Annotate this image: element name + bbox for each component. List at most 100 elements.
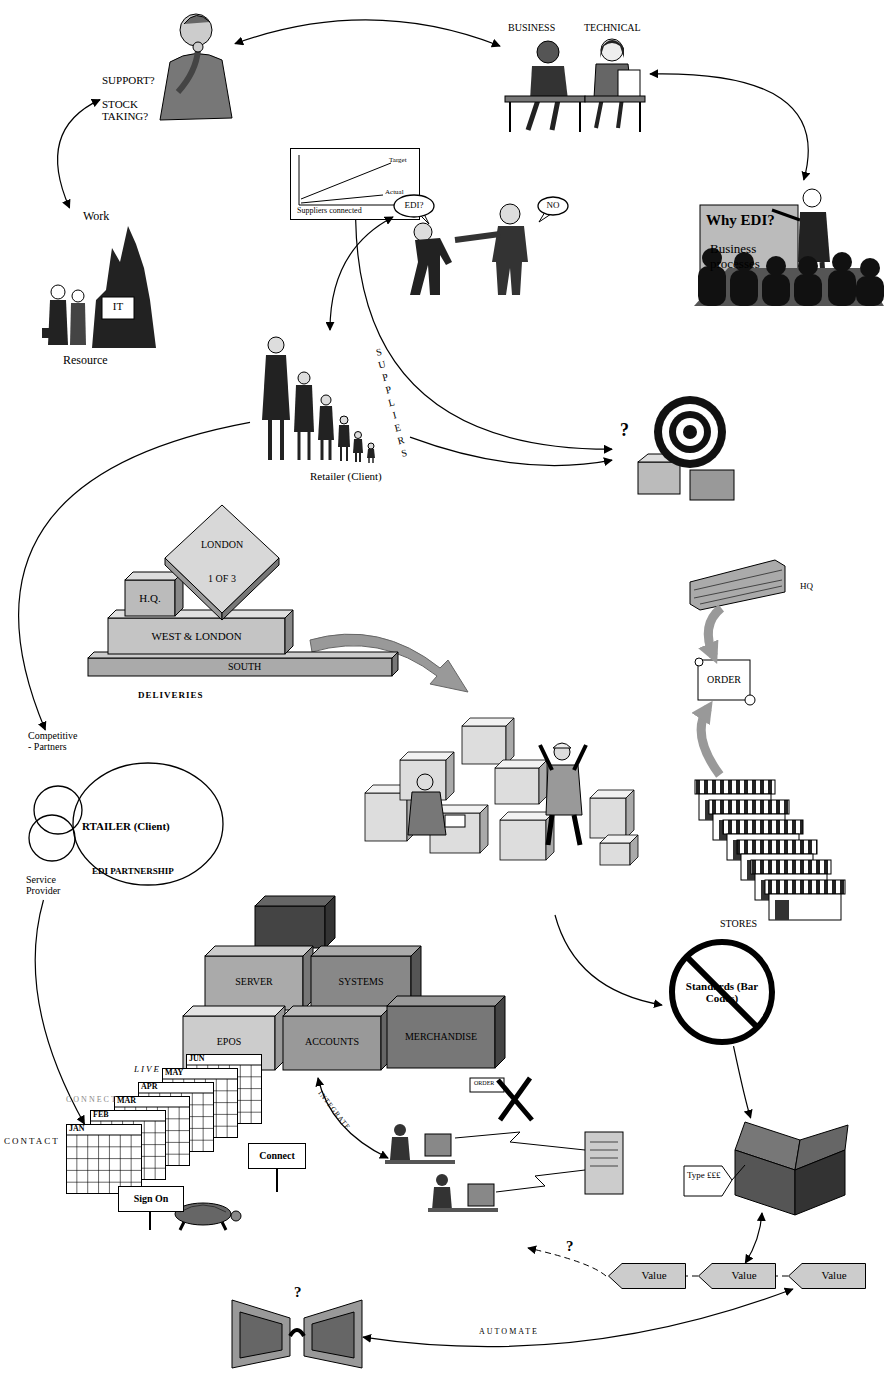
store-fronts <box>695 780 845 920</box>
node-text: FEB <box>93 1111 109 1120</box>
node-text: WEST & LONDON <box>108 630 285 642</box>
node-text: RTAILER (Client) <box>82 820 170 832</box>
work-mountain <box>42 226 156 348</box>
desk-workers <box>585 96 645 102</box>
warehouse-boxes <box>480 805 488 853</box>
price-crate <box>684 1122 848 1215</box>
warehouse-boxes <box>462 718 514 726</box>
work-mountain <box>70 303 86 345</box>
hq-building <box>690 560 785 610</box>
office-workstations <box>590 1142 618 1166</box>
system-block: ACCOUNTS <box>283 1006 391 1070</box>
node-text: Why EDI? <box>706 212 775 229</box>
prohibition-sign: Standards (Bar Codes) <box>668 938 776 1046</box>
node-text: Target <box>389 157 407 165</box>
node-text: Resource <box>63 354 108 367</box>
handshake-monitors <box>312 1312 354 1358</box>
node-outline <box>88 652 398 658</box>
supplier-figures <box>268 337 284 353</box>
presentation-scene <box>856 276 884 306</box>
node-text: Retailer (Client) <box>310 470 382 482</box>
presentation-scene <box>694 189 884 306</box>
speech-bubble: NO <box>537 196 569 216</box>
node-outline <box>66 1135 142 1136</box>
warehouse-workers <box>540 745 586 770</box>
work-mountain <box>92 226 156 348</box>
presentation-scene <box>828 270 856 306</box>
node-outline <box>205 946 313 956</box>
bowing-men <box>414 223 432 241</box>
location-block: H.Q. <box>125 572 183 616</box>
team-desks: BUSINESSTECHNICAL <box>500 18 650 133</box>
location-cube: LONDON1 OF 3 <box>163 503 281 621</box>
bowing-men <box>500 204 520 224</box>
resource-chart: WorkITResource <box>45 208 165 368</box>
node-text: EDI PARTNERSHIP <box>92 866 174 876</box>
bowing-men <box>410 238 452 295</box>
node-text: JAN <box>69 1125 85 1134</box>
connector <box>235 20 500 46</box>
warehouse-boxes <box>590 798 626 838</box>
node-text: SUPPLIERS <box>372 345 411 461</box>
node-outline <box>183 1006 285 1016</box>
thinking-figure: SUPPORT?STOCK TAKING? <box>100 8 235 128</box>
edge-label: AUTOMATE <box>459 1328 559 1337</box>
node-text: NO <box>537 200 569 210</box>
connector <box>330 217 393 330</box>
connector <box>35 900 84 1124</box>
speech-bubble: EDI? <box>393 194 435 218</box>
warehouse-workers <box>548 815 580 845</box>
value-arrow: Value <box>608 1263 686 1289</box>
warehouse-boxes <box>506 718 514 764</box>
warehouse-boxes <box>630 835 638 865</box>
node-text: Value <box>624 1269 684 1281</box>
node-text: Connect <box>249 1150 305 1161</box>
warehouse-workers <box>445 815 465 827</box>
office-workstations <box>428 1208 498 1212</box>
presentation-scene <box>798 212 830 262</box>
presentation-scene <box>860 258 880 278</box>
warehouse-workers <box>408 792 446 835</box>
store-fronts <box>709 800 789 814</box>
price-crate <box>795 1150 845 1215</box>
node-outline <box>138 1093 214 1152</box>
work-mountain <box>42 328 51 338</box>
connector <box>734 1046 751 1118</box>
node-outline <box>163 1069 238 1138</box>
node-outline <box>672 942 772 1042</box>
warehouse-workers <box>417 774 433 790</box>
office-workstations <box>385 1078 623 1212</box>
integrate-arrow <box>318 1078 388 1158</box>
store-fronts <box>751 860 831 874</box>
annotation-label: CONNECT <box>66 1096 118 1105</box>
node-text: SOUTH <box>228 661 261 672</box>
node-outline <box>495 996 505 1068</box>
node-text: MAY <box>165 1069 183 1078</box>
connector <box>745 1213 762 1263</box>
connector <box>708 608 721 656</box>
supplier-line: SUPPLIERS Retailer (Client) <box>250 330 410 485</box>
supplier-figures <box>321 395 331 405</box>
warehouse-workers <box>554 744 570 760</box>
node-outline <box>186 1065 262 1124</box>
supplier-figures <box>340 416 348 424</box>
price-crate: Type £££ <box>683 1118 848 1213</box>
node-outline <box>66 1124 142 1194</box>
node-text: Competitive - Partners <box>28 730 80 752</box>
handshake-monitors <box>290 1330 304 1336</box>
thinking-person <box>193 42 203 52</box>
node-outline <box>125 572 183 580</box>
node-text: Work <box>83 210 109 223</box>
signpost: Connect <box>248 1143 306 1169</box>
node-outline <box>91 1111 166 1180</box>
target-stack <box>638 462 680 494</box>
node-outline <box>299 155 415 205</box>
warehouse-boxes <box>600 843 630 865</box>
target-stack <box>638 396 734 500</box>
desk-workers <box>505 39 645 132</box>
warehouse-boxes <box>539 760 547 804</box>
node-outline <box>162 1079 238 1138</box>
node-text: H.Q. <box>125 592 175 604</box>
node-outline <box>73 763 223 885</box>
node-outline <box>115 1097 190 1166</box>
